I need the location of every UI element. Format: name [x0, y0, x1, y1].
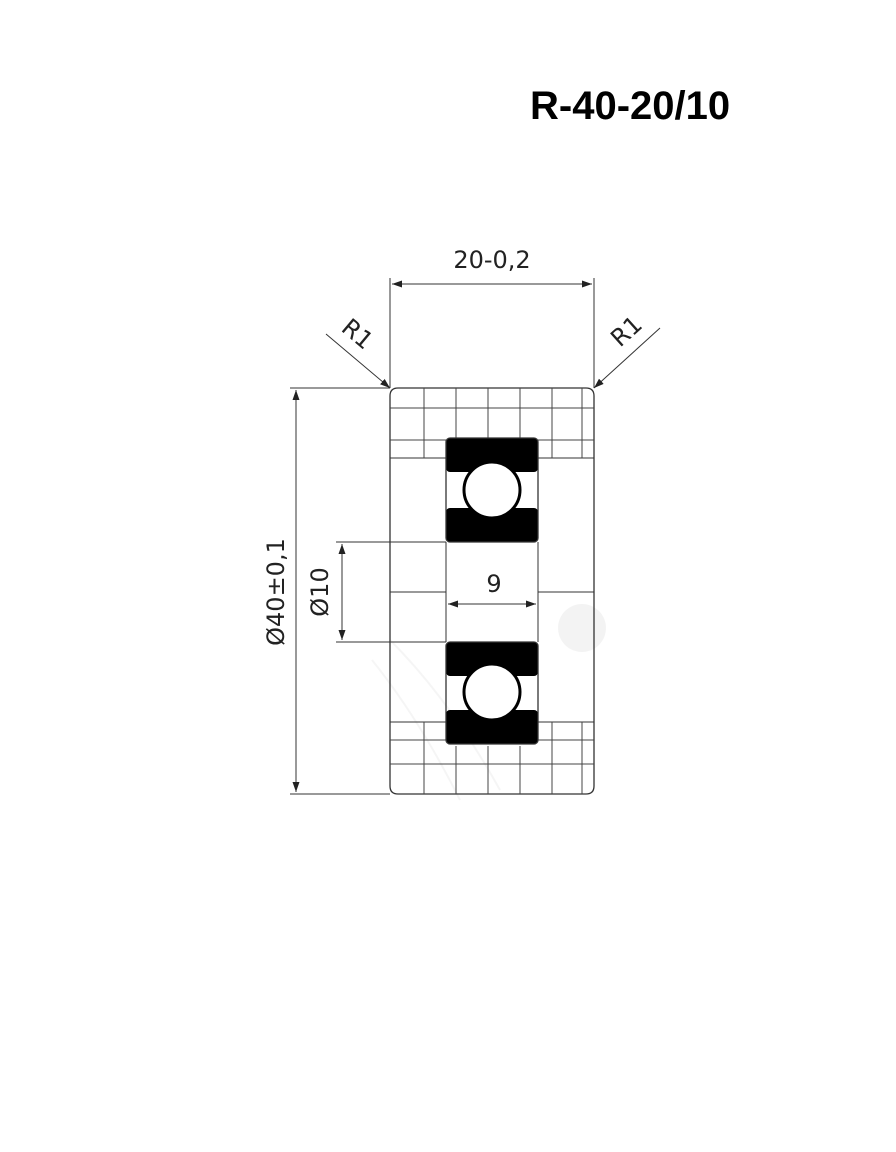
bearing-lower — [445, 641, 539, 745]
radius-right-label: R1 — [605, 310, 647, 352]
outer-diameter-label: Ø40±0,1 — [262, 538, 290, 646]
bearing-inner-race-bottom — [446, 642, 538, 676]
hatching-top — [390, 388, 594, 458]
bearing-outer-race-bottom — [446, 710, 538, 744]
hatching-bottom — [390, 722, 594, 794]
bearing-ball-top — [462, 460, 522, 520]
bearing-outer-race-top — [446, 438, 538, 472]
radius-left-label: R1 — [336, 313, 378, 355]
dimension-bore-diameter: Ø10 — [306, 541, 446, 643]
dimension-bearing-width: 9 — [448, 570, 536, 608]
dimension-radius-left: R1 — [325, 313, 391, 389]
dimension-outer-diameter: Ø40±0,1 — [262, 387, 390, 795]
width-label: 20-0,2 — [453, 246, 530, 274]
bearing-upper — [445, 437, 539, 543]
roller-outline — [389, 387, 595, 795]
bearing-width-label: 9 — [486, 570, 501, 598]
dimension-width: 20-0,2 — [389, 246, 595, 388]
bore-diameter-label: Ø10 — [306, 567, 334, 616]
bearing-ball-bottom — [462, 662, 522, 722]
part-title: R-40-20/10 — [530, 84, 731, 128]
bearing-inner-race-top — [446, 508, 538, 542]
dimension-radius-right: R1 — [593, 310, 661, 389]
